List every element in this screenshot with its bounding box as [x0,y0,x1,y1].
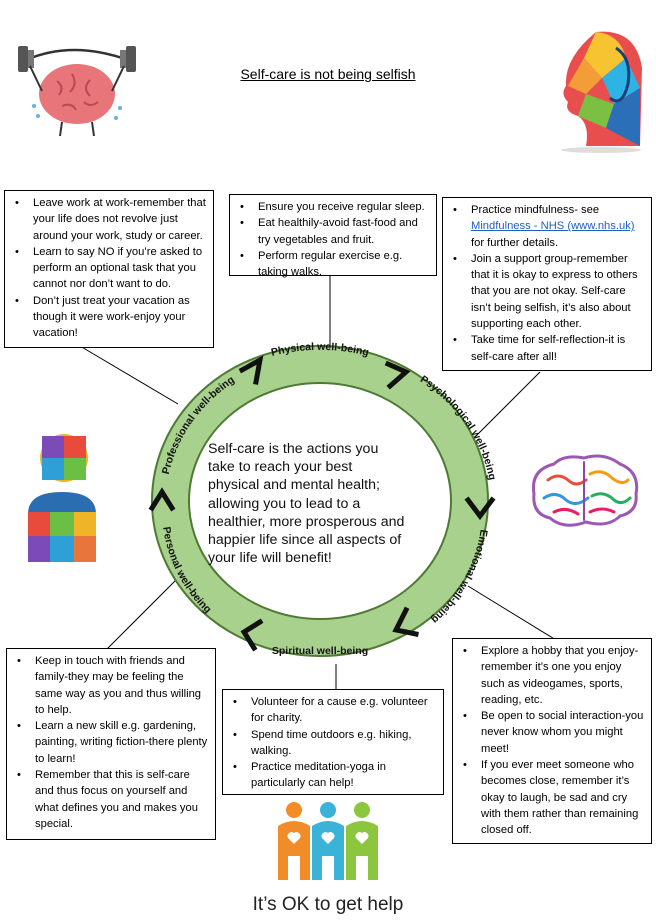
list-item: Practice mindfulness- see Mindfulness - … [453,202,645,251]
list-item: Explore a hobby that you enjoy-remember … [463,643,645,708]
list-item: Volunteer for a cause e.g. volunteer for… [233,694,437,727]
puzzle-person-icon [28,434,96,562]
chevron-right-down-icon [464,496,496,521]
list-item: Don’t just treat your vacation as though… [15,293,207,342]
list-item: Join a support group-remember that it is… [453,251,645,332]
list-item: Spend time outdoors e.g. hiking, walking… [233,727,437,760]
chevron-top-left-icon [238,355,264,385]
three-people-hearts-icon [278,802,378,880]
page-title: Self-care is not being selfish [240,66,416,82]
list-item: Ensure you receive regular sleep. [240,199,430,216]
chevron-top-right-icon [384,360,411,390]
list-item: Leave work at work-remember that your li… [15,195,207,244]
chevron-bottom-left-icon [240,618,264,652]
spiritual-box: Volunteer for a cause e.g. volunteer for… [222,689,444,795]
physical-box: Ensure you receive regular sleep. Eat he… [229,194,437,278]
mindfulness-suffix: for further details. [471,236,559,249]
list-item: Remember that this is self-care and thus… [17,767,209,832]
chevron-left-up-icon [148,487,176,512]
list-item: If you ever meet someone who becomes clo… [463,757,645,838]
label-physical: Physical well-being [270,341,370,359]
list-item: Learn to say NO if you’re asked to perfo… [15,244,207,293]
mindfulness-text: Practice mindfulness- see [471,204,600,216]
colorful-head-icon [561,31,642,153]
list-item: Be open to social interaction-you never … [463,708,645,757]
list-item: Keep in touch with friends and family-th… [17,653,209,718]
mindfulness-nhs-link[interactable]: Mindfulness - NHS (www.nhs.uk) [471,220,635,233]
footer-message: It’s OK to get help [252,894,404,915]
list-item: Learn a new skill e.g. gardening, painti… [17,718,209,767]
list-item: Eat healthily-avoid fast-food and try ve… [240,215,430,248]
professional-box: Leave work at work-remember that your li… [4,190,214,348]
colorful-brain-icon [531,454,639,527]
brain-lifting-weights-icon [18,46,136,137]
list-item: Take time for self-reflection-it is self… [453,332,645,365]
psychological-box: Practice mindfulness- see Mindfulness - … [442,197,652,371]
list-item: Practice meditation-yoga in particularly… [233,759,437,792]
personal-box: Keep in touch with friends and family-th… [6,648,216,840]
list-item: Perform regular exercise e.g. taking wal… [240,248,430,281]
chevron-bottom-right-icon [392,606,419,637]
center-description: Self-care is the actions you take to rea… [208,441,405,567]
wellbeing-ring: Physical well-being Psychological well-b… [148,341,498,657]
emotional-box: Explore a hobby that you enjoy-remember … [452,638,652,844]
label-spiritual: Spiritual well-being [272,645,368,657]
